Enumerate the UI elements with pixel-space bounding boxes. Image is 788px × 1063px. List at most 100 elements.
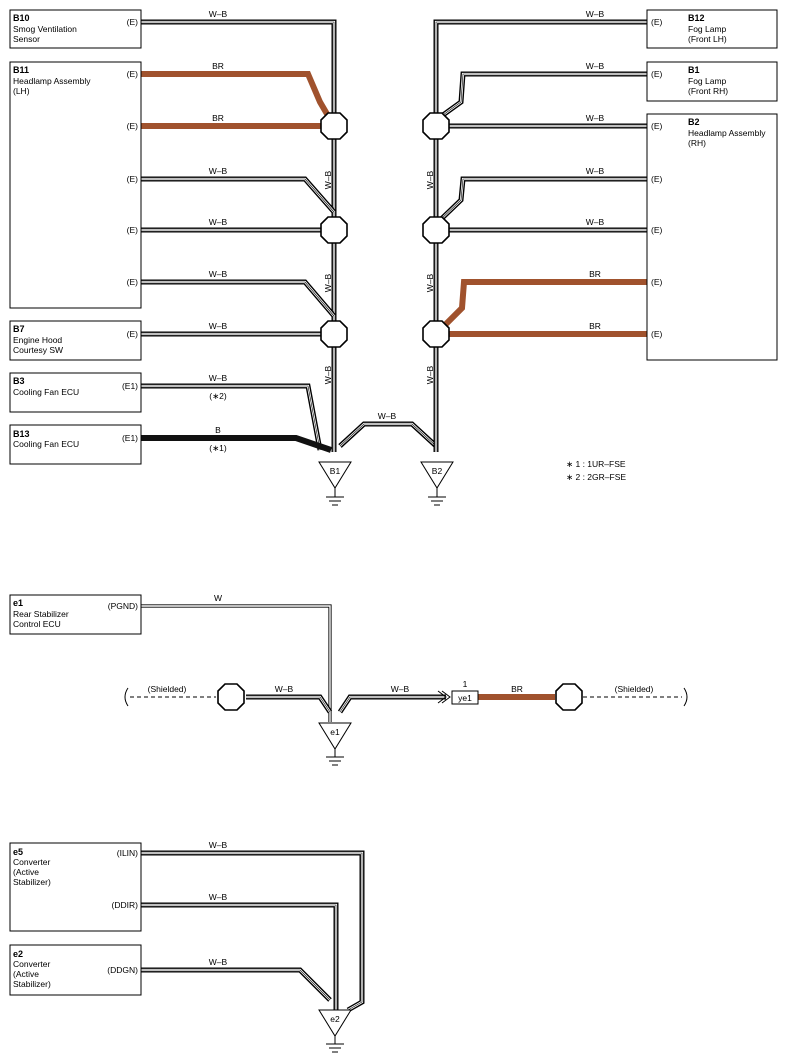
component-b13: B13 Cooling Fan ECU (E1) <box>9 424 142 465</box>
connector-ye1-pin: 1 <box>463 679 468 689</box>
b7-code: B7 <box>13 324 25 334</box>
b12-pin: (E) <box>651 17 663 27</box>
variant-marker-2: (∗2) <box>209 391 227 401</box>
b1-name-line2: (Front RH) <box>688 86 728 96</box>
wire-label: W–B <box>586 217 605 227</box>
wire-label: BR <box>589 269 601 279</box>
wire-label: W–B <box>391 684 410 694</box>
splice-right-2 <box>422 216 450 244</box>
component-b11: B11 Headlamp Assembly (LH) (E) (E) (E) (… <box>9 61 142 309</box>
e5-pin-2: (DDIR) <box>112 900 139 910</box>
wire-label-vertical: W–B <box>323 273 333 292</box>
e1-code: e1 <box>13 598 23 608</box>
connector-ye1-id: ye1 <box>458 693 472 703</box>
e5-code: e5 <box>13 847 23 857</box>
b7-name-line1: Engine Hood <box>13 335 62 345</box>
ground-e1: e1 <box>318 722 352 766</box>
component-e5: e5 Converter (Active Stabilizer) (ILIN) … <box>9 842 142 932</box>
component-b7: B7 Engine Hood Courtesy SW (E) <box>9 320 142 361</box>
e2-code: e2 <box>13 949 23 959</box>
e5-name-line3: Stabilizer) <box>13 877 51 887</box>
wire-label: W–B <box>209 166 228 176</box>
wire-label: W–B <box>586 9 605 19</box>
wire-label: W–B <box>209 9 228 19</box>
component-e2: e2 Converter (Active Stabilizer) (DDGN) <box>9 944 142 996</box>
ground-e1-label: e1 <box>330 727 340 737</box>
b1-code: B1 <box>688 65 700 75</box>
e5-name-line1: Converter <box>13 857 50 867</box>
b11-pin-5: (E) <box>127 277 139 287</box>
b11-pin-3: (E) <box>127 174 139 184</box>
e1-section-wires <box>130 604 682 722</box>
b11-name-line1: Headlamp Assembly <box>13 76 91 86</box>
splice-right-1 <box>422 112 450 140</box>
b2-pin-5: (E) <box>651 329 663 339</box>
b11-name-line2: (LH) <box>13 86 30 96</box>
ground-b1: B1 <box>318 461 352 506</box>
wire-label-vertical: W–B <box>425 365 435 384</box>
wire-label: BR <box>511 684 523 694</box>
splice-shielded-right <box>555 683 583 711</box>
ground-e2-label: e2 <box>330 1014 340 1024</box>
component-b12: B12 Fog Lamp (Front LH) (E) <box>646 9 778 49</box>
wire-label: BR <box>589 321 601 331</box>
b2-name-line1: Headlamp Assembly <box>688 128 766 138</box>
b7-name-line2: Courtesy SW <box>13 345 63 355</box>
b2-pin-1: (E) <box>651 121 663 131</box>
component-b3: B3 Cooling Fan ECU (E1) <box>9 372 142 413</box>
b3-pin: (E1) <box>122 381 138 391</box>
wire-label: W–B <box>209 892 228 902</box>
b11-pin-1: (E) <box>127 69 139 79</box>
right-trunk-wires <box>433 19 647 452</box>
b10-name-line1: Smog Ventilation <box>13 24 77 34</box>
wire-label-vertical: W–B <box>323 365 333 384</box>
b2-name-line2: (RH) <box>688 138 706 148</box>
ground-b2: B2 <box>420 461 454 506</box>
wire-label: W–B <box>209 373 228 383</box>
b13-name-line1: Cooling Fan ECU <box>13 439 79 449</box>
note-2grfse: ∗ 2 : 2GR–FSE <box>566 472 626 482</box>
wire-label: W–B <box>586 113 605 123</box>
shield-end-right <box>683 687 688 707</box>
wire-label: W <box>214 593 222 603</box>
wire-labels: W–B BR BR W–B W–B W–B W–B W–B (∗2) B (∗1… <box>209 9 605 967</box>
b12-code: B12 <box>688 13 705 23</box>
wire-label: BR <box>212 113 224 123</box>
connector-ye1: ye1 1 <box>437 679 479 705</box>
splice-left-2 <box>320 216 348 244</box>
b3-name-line1: Cooling Fan ECU <box>13 387 79 397</box>
splice-shielded-left <box>217 683 245 711</box>
b10-code: B10 <box>13 13 30 23</box>
wire-label-vertical: W–B <box>425 170 435 189</box>
wire-label: BR <box>212 61 224 71</box>
b2-pin-2: (E) <box>651 174 663 184</box>
b3-code: B3 <box>13 376 25 386</box>
b13-code: B13 <box>13 429 30 439</box>
b2-code: B2 <box>688 117 700 127</box>
b2-pin-3: (E) <box>651 225 663 235</box>
e5-name-line2: (Active <box>13 867 39 877</box>
b12-name-line2: (Front LH) <box>688 34 727 44</box>
wire-label: W–B <box>586 61 605 71</box>
b10-name-line2: Sensor <box>13 34 40 44</box>
b2-pin-4: (E) <box>651 277 663 287</box>
wire-label-vertical: W–B <box>425 273 435 292</box>
e2-name-line2: (Active <box>13 969 39 979</box>
wire-label: W–B <box>378 411 397 421</box>
wire-label: W–B <box>209 217 228 227</box>
splice-left-3 <box>320 320 348 348</box>
ground-b1-label: B1 <box>330 466 341 476</box>
left-trunk-wires <box>141 19 438 453</box>
e1-name-line1: Rear Stabilizer <box>13 609 69 619</box>
splice-left-1 <box>320 112 348 140</box>
ground-e2: e2 <box>318 1009 352 1053</box>
e2-section-wires <box>141 850 365 1013</box>
component-b10: B10 Smog Ventilation Sensor (E) <box>9 9 142 49</box>
shielded-label-right: (Shielded) <box>615 684 654 694</box>
b1-name-line1: Fog Lamp <box>688 76 727 86</box>
b11-code: B11 <box>13 65 29 75</box>
b13-pin: (E1) <box>122 433 138 443</box>
wire-label: W–B <box>586 166 605 176</box>
shielded-label-left: (Shielded) <box>148 684 187 694</box>
wire-label: W–B <box>209 321 228 331</box>
